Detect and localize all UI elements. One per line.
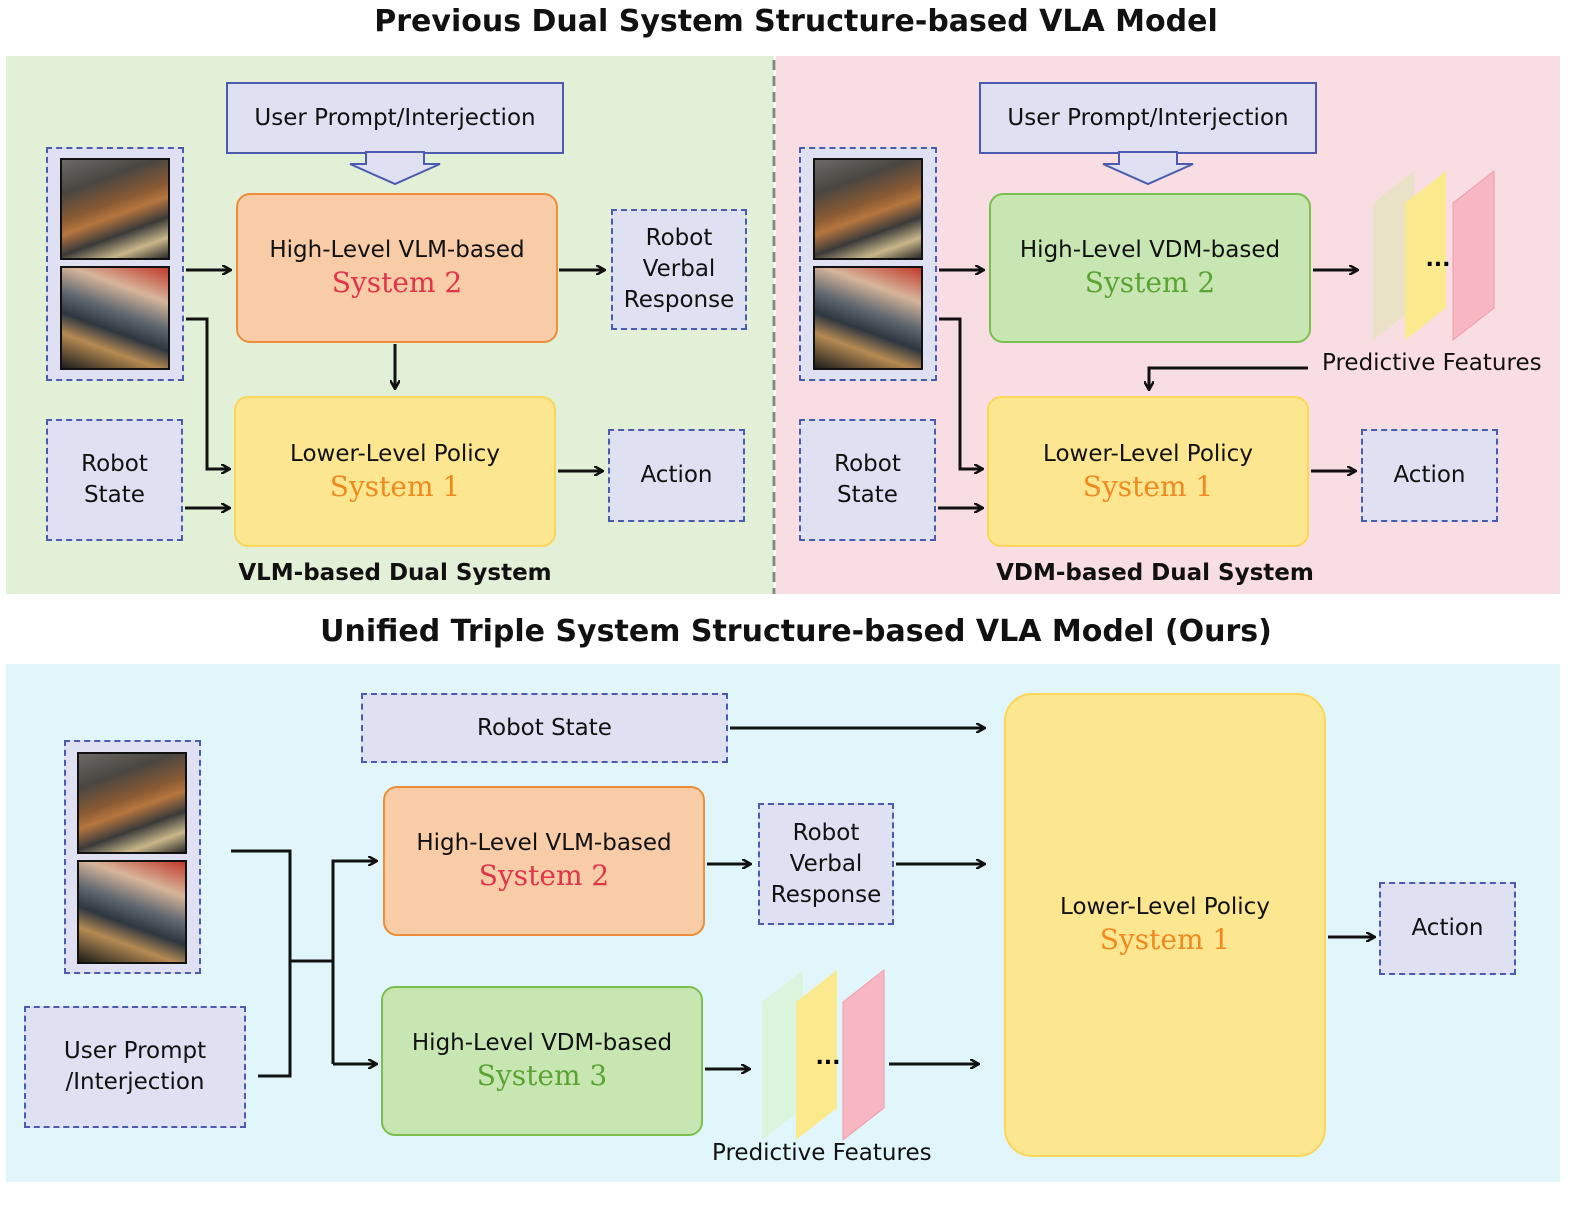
triple-system3-box: High-Level VDM-based System 3 bbox=[381, 986, 703, 1136]
user-prompt-box: User Prompt/Interjection bbox=[226, 82, 564, 154]
action-box-vdm: Action bbox=[1361, 429, 1498, 522]
robot-state-box-triple: Robot State bbox=[361, 693, 728, 763]
predictive-feature-cards-triple bbox=[762, 968, 885, 1142]
feature-card-triple-3 bbox=[842, 968, 885, 1142]
prompt-arrow-down bbox=[349, 151, 441, 186]
feature-card-3 bbox=[1452, 169, 1495, 342]
lower-policy-title: Lower-Level Policy bbox=[290, 440, 500, 467]
scene-image-triple bbox=[77, 752, 187, 854]
prompt-arrow-down-vdm bbox=[1102, 151, 1194, 186]
predictive-feature-cards bbox=[1373, 169, 1495, 342]
arrow-to-triple-system2 bbox=[331, 861, 376, 1064]
verbal-line-2: Verbal bbox=[642, 256, 716, 282]
action-label-vdm: Action bbox=[1393, 462, 1466, 488]
lower-policy-title-vdm: Lower-Level Policy bbox=[1043, 440, 1253, 467]
ellipsis-triple: ... bbox=[815, 1045, 840, 1070]
feature-card-triple-1 bbox=[762, 970, 803, 1140]
title-previous: Previous Dual System Structure-based VLA… bbox=[374, 4, 1218, 39]
state-line-2: State bbox=[84, 482, 145, 508]
lower-policy-system1-box: Lower-Level Policy System 1 bbox=[234, 396, 556, 547]
action-label-triple: Action bbox=[1411, 915, 1484, 941]
predictive-features-label-triple: Predictive Features bbox=[712, 1140, 932, 1166]
state-line-2-vdm: State bbox=[837, 482, 898, 508]
triple-system2-box: High-Level VLM-based System 2 bbox=[383, 786, 705, 936]
wrist-image-vdm bbox=[813, 266, 923, 370]
vlm-system2-label: System 2 bbox=[331, 266, 463, 299]
robot-state-box-vdm: Robot State bbox=[799, 419, 936, 541]
triple-system2-title: High-Level VLM-based bbox=[416, 830, 672, 856]
user-prompt-label: User Prompt/Interjection bbox=[254, 105, 536, 131]
user-prompt-box-vdm: User Prompt/Interjection bbox=[979, 82, 1317, 154]
feature-card-triple-2 bbox=[796, 970, 837, 1140]
verbal-line-1: Robot bbox=[645, 225, 713, 251]
robot-verbal-response-box-triple: Robot Verbal Response bbox=[758, 803, 894, 925]
verbal-line-2-triple: Verbal bbox=[789, 850, 863, 877]
wrist-image bbox=[60, 266, 170, 370]
triple-system1-label: System 1 bbox=[1099, 923, 1231, 956]
triple-system1-box: Lower-Level Policy System 1 bbox=[1004, 693, 1326, 1157]
triple-system3-title: High-Level VDM-based bbox=[411, 1030, 673, 1056]
title-unified: Unified Triple System Structure-based VL… bbox=[320, 614, 1272, 649]
predictive-features-label: Predictive Features bbox=[1322, 350, 1542, 376]
verbal-line-3-triple: Response bbox=[770, 881, 882, 908]
vdm-system2-title: High-Level VDM-based bbox=[1019, 237, 1281, 263]
triple-system2-label: System 2 bbox=[478, 859, 610, 892]
vdm-system2-box: High-Level VDM-based System 2 bbox=[989, 193, 1311, 343]
action-label: Action bbox=[640, 462, 713, 488]
action-box: Action bbox=[608, 429, 745, 522]
system1-label: System 1 bbox=[329, 469, 461, 503]
vlm-dual-caption: VLM-based Dual System bbox=[238, 560, 552, 586]
feature-card-2 bbox=[1405, 171, 1446, 340]
user-prompt-label-vdm: User Prompt/Interjection bbox=[1007, 105, 1289, 131]
robot-state-box: Robot State bbox=[46, 419, 183, 541]
action-box-triple: Action bbox=[1379, 882, 1516, 975]
arrow-features-to-system1 bbox=[1149, 366, 1308, 389]
vdm-system2-label: System 2 bbox=[1084, 266, 1216, 299]
arrow-images-to-system1 bbox=[186, 317, 229, 469]
scene-image bbox=[60, 158, 170, 260]
robot-verbal-response-box: Robot Verbal Response bbox=[611, 209, 747, 330]
ellipsis: ... bbox=[1425, 247, 1450, 272]
vdm-dual-caption: VDM-based Dual System bbox=[996, 560, 1314, 586]
vlm-system2-title: High-Level VLM-based bbox=[269, 237, 525, 263]
wrist-image-triple bbox=[77, 860, 187, 964]
triple-system1-title: Lower-Level Policy bbox=[1060, 894, 1270, 920]
merge-bracket bbox=[231, 849, 292, 1078]
vlm-system2-box: High-Level VLM-based System 2 bbox=[236, 193, 558, 343]
robot-state-label-triple: Robot State bbox=[477, 714, 612, 741]
lower-policy-system1-box-vdm: Lower-Level Policy System 1 bbox=[987, 396, 1309, 547]
feature-card-1 bbox=[1373, 171, 1414, 340]
state-line-1-vdm: Robot bbox=[834, 451, 901, 477]
verbal-line-1-triple: Robot bbox=[792, 819, 860, 846]
state-line-1: Robot bbox=[81, 451, 148, 477]
verbal-line-3: Response bbox=[623, 287, 735, 313]
arrow-images-to-system1-vdm bbox=[939, 317, 982, 469]
triple-system3-label: System 3 bbox=[476, 1059, 608, 1092]
scene-image-vdm bbox=[813, 158, 923, 260]
prompt-line-2-triple: /Interjection bbox=[65, 1069, 205, 1095]
prompt-line-1-triple: User Prompt bbox=[63, 1038, 207, 1064]
user-prompt-box-triple: User Prompt /Interjection bbox=[24, 1006, 246, 1128]
system1-label-vdm: System 1 bbox=[1082, 469, 1214, 503]
